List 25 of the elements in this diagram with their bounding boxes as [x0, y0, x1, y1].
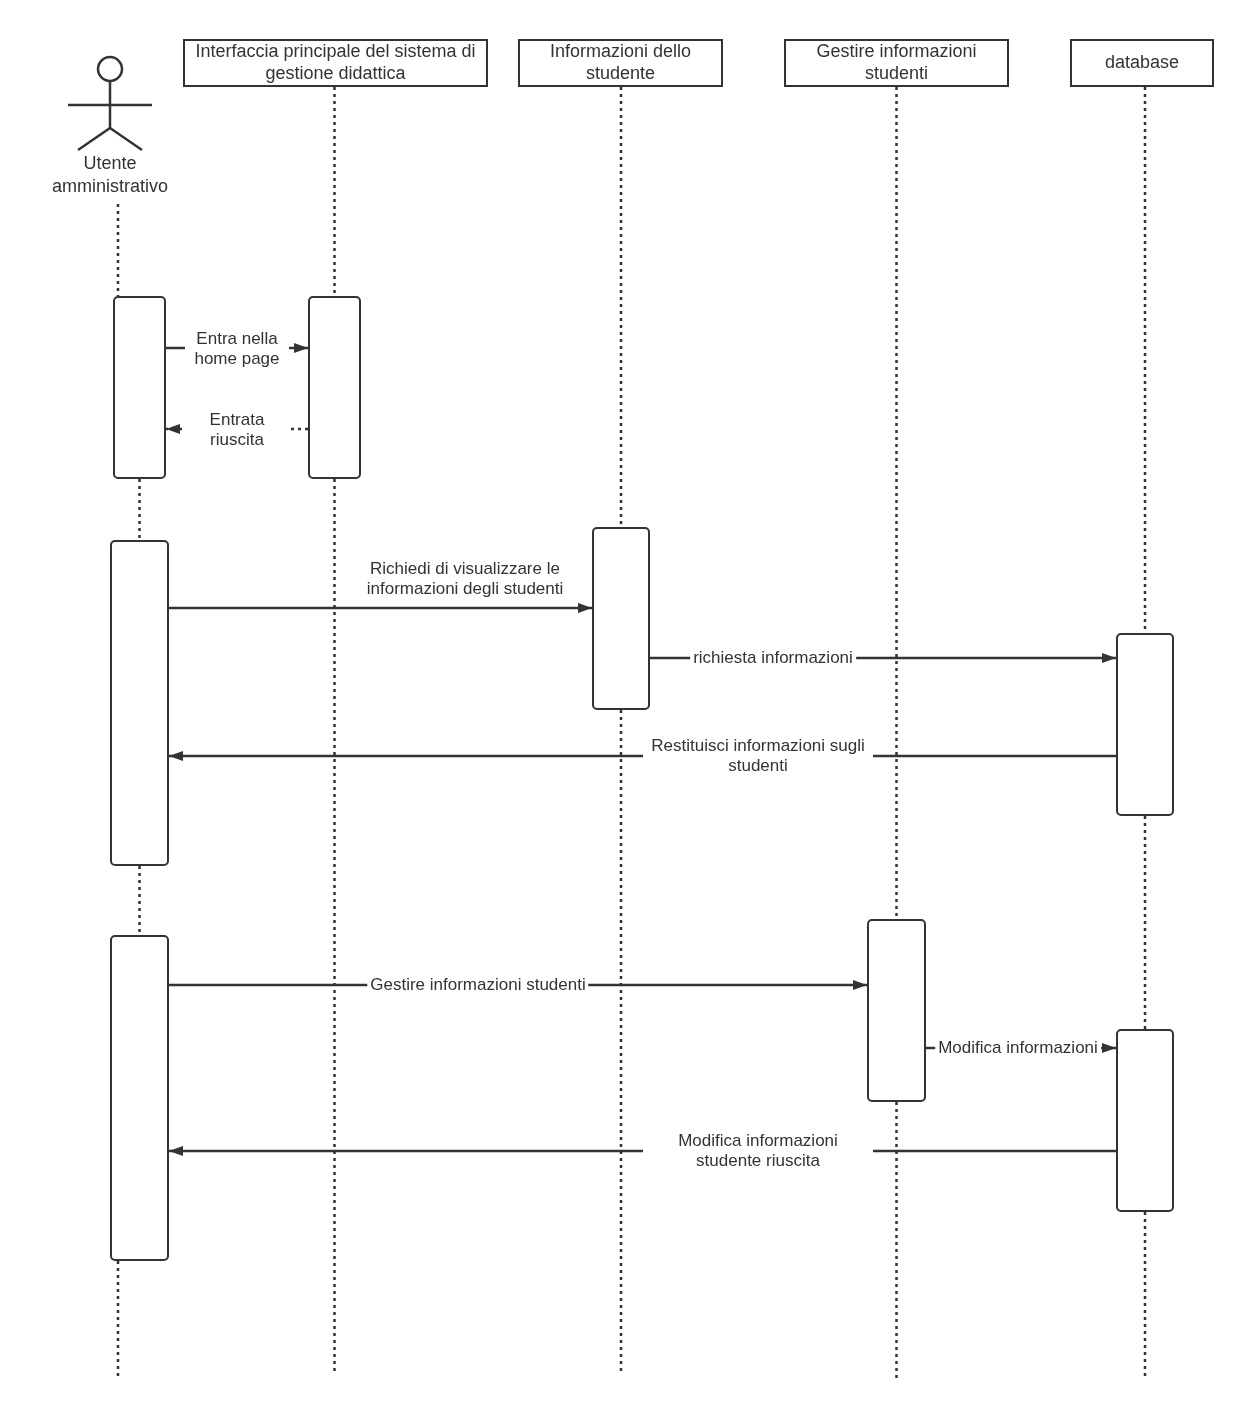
activation-bar	[308, 296, 361, 479]
lifeline	[895, 87, 898, 919]
activation-bar	[867, 919, 926, 1102]
actor-label: Utente amministrativo	[51, 152, 169, 199]
participant-box	[518, 39, 723, 87]
lifeline	[138, 479, 141, 540]
participant-name: Gestire informazioni studenti	[815, 41, 978, 85]
activation-bar	[110, 540, 169, 866]
lifeline	[1143, 816, 1147, 1029]
activation-bar	[592, 527, 650, 710]
activation-bar	[113, 296, 166, 479]
lifeline	[138, 866, 141, 935]
participant-box	[1070, 39, 1214, 87]
lifeline	[619, 87, 623, 527]
participant-name: Interfaccia principale del sistema di gestione didattica	[194, 41, 477, 85]
message-arrow	[169, 603, 592, 613]
participant-name: Informazioni dello studente	[548, 41, 693, 85]
lifeline	[895, 1102, 898, 1380]
lifeline	[333, 87, 336, 296]
activation-bar	[1116, 633, 1174, 816]
activation-bar	[1116, 1029, 1174, 1212]
lifeline	[116, 204, 120, 296]
participant-name: database	[1104, 52, 1180, 74]
participant-box	[784, 39, 1009, 87]
activation-bar	[110, 935, 169, 1261]
